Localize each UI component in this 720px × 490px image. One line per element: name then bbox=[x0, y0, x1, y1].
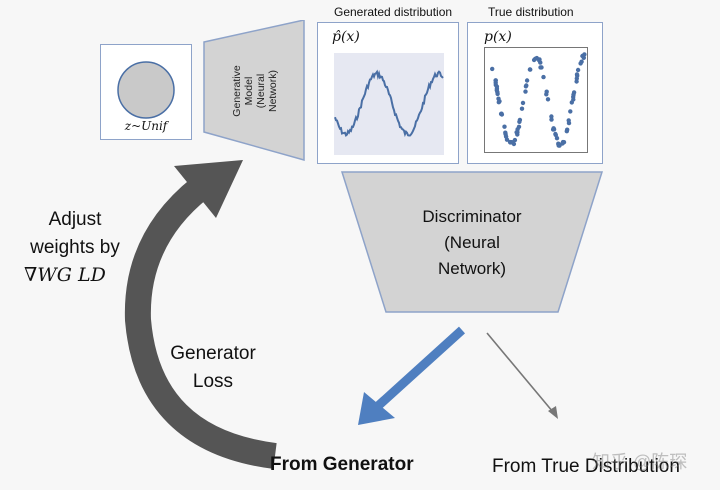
adjust-weights-text: Adjust weights by bbox=[20, 206, 130, 262]
to-generator-arrowhead bbox=[358, 392, 395, 425]
discriminator-label-line3: Network) bbox=[437, 259, 506, 278]
true-sample-point bbox=[493, 82, 498, 88]
true-sample-point bbox=[564, 129, 569, 134]
true-sample-point bbox=[568, 109, 573, 114]
true-sample-point bbox=[496, 96, 501, 101]
generator-node bbox=[203, 20, 305, 161]
true-sample-point bbox=[495, 91, 500, 97]
from-true-label: From True Distribution bbox=[492, 456, 680, 477]
true-sample-point bbox=[575, 67, 581, 73]
from-generator-label: From Generator bbox=[270, 454, 414, 475]
to-true-arrow bbox=[486, 332, 554, 413]
true-sample-point bbox=[524, 78, 530, 83]
true-sample-point bbox=[499, 112, 505, 117]
true-sample-point bbox=[493, 78, 498, 83]
true-sample-point bbox=[566, 118, 571, 123]
true-sample-point bbox=[527, 67, 533, 72]
true-panel-title: True distribution bbox=[488, 5, 574, 19]
true-sample-point bbox=[556, 143, 561, 148]
generator-loss-label: Generator Loss bbox=[150, 340, 276, 396]
generator-loss-line2: Loss bbox=[192, 371, 234, 392]
discriminator-label-line1: Discriminator bbox=[422, 207, 522, 226]
generator-loss-line1: Generator bbox=[170, 343, 256, 364]
generated-distribution-panel: p̂(x) bbox=[317, 22, 459, 164]
true-sample-point bbox=[490, 66, 495, 72]
gradient-formula: ∇WG LD bbox=[24, 264, 106, 286]
true-formula: p(x) bbox=[484, 29, 512, 45]
true-sample-point bbox=[582, 52, 587, 57]
adjust-line2: weights by bbox=[30, 237, 120, 258]
latent-input-box: z~Unif bbox=[100, 44, 192, 140]
to-true-arrowhead bbox=[548, 406, 558, 419]
true-sample-point bbox=[502, 124, 507, 129]
true-sample-point bbox=[571, 97, 576, 102]
true-sample-point bbox=[551, 127, 557, 132]
true-sample-point bbox=[517, 117, 523, 123]
true-sample-point bbox=[538, 60, 543, 65]
true-sample-point bbox=[560, 141, 565, 146]
true-sample-point bbox=[523, 89, 528, 94]
gradient-formula-text: ∇WG LD bbox=[24, 264, 106, 286]
true-sample-point bbox=[581, 55, 586, 60]
generator-loss-arrow bbox=[124, 177, 277, 469]
true-sample-point bbox=[512, 137, 518, 143]
generated-sine-plot bbox=[334, 53, 444, 155]
true-sample-point bbox=[553, 132, 558, 138]
true-sample-point bbox=[531, 57, 537, 63]
true-sample-point bbox=[515, 132, 520, 137]
true-sample-point bbox=[524, 83, 529, 88]
true-sample-point bbox=[494, 86, 500, 91]
true-sample-point bbox=[574, 76, 579, 81]
generator-loss-arrowhead bbox=[174, 160, 243, 218]
discriminator-label: Discriminator (Neural Network) bbox=[340, 204, 604, 282]
to-generator-arrow bbox=[374, 326, 466, 410]
latent-circle-icon bbox=[117, 61, 175, 119]
true-distribution-panel: p(x) bbox=[467, 22, 603, 164]
discriminator-label-line2: (Neural bbox=[444, 233, 500, 252]
true-sample-point bbox=[545, 97, 551, 102]
discriminator-node bbox=[340, 171, 604, 313]
true-scatter-plot bbox=[484, 47, 588, 153]
true-sample-point bbox=[539, 65, 544, 70]
true-sample-point bbox=[541, 74, 546, 80]
generated-formula: p̂(x) bbox=[332, 29, 360, 45]
true-sample-point bbox=[544, 89, 549, 94]
latent-label: z~Unif bbox=[124, 119, 168, 133]
true-sample-point bbox=[549, 114, 554, 119]
adjust-line1: Adjust bbox=[48, 209, 102, 230]
true-sample-point bbox=[519, 106, 525, 111]
watermark: 知乎 @陈琛 bbox=[592, 452, 688, 472]
generated-panel-title: Generated distribution bbox=[334, 5, 453, 19]
true-sample-point bbox=[509, 140, 514, 145]
true-sample-point bbox=[571, 92, 576, 97]
true-sample-point bbox=[578, 61, 583, 66]
true-sample-point bbox=[574, 72, 580, 77]
true-sample-point bbox=[503, 134, 509, 139]
true-sample-point bbox=[520, 100, 526, 106]
true-sample-point bbox=[549, 117, 554, 122]
true-sample-point bbox=[516, 124, 522, 129]
